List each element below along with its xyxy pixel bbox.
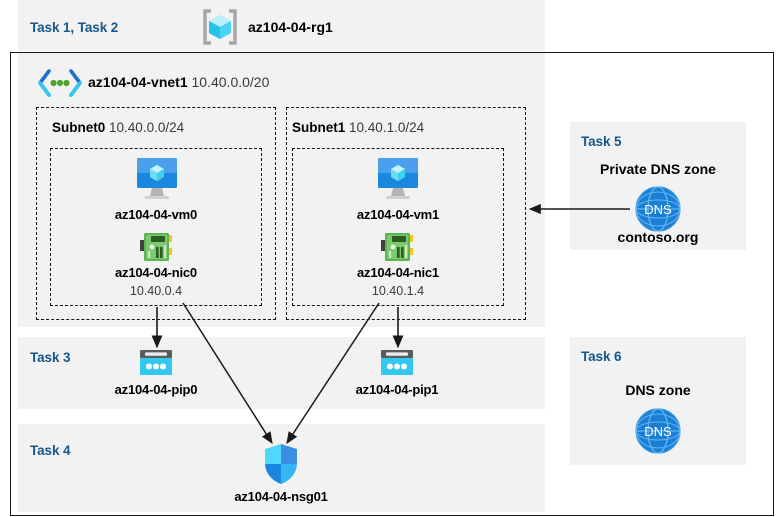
nic0-ip: 10.40.0.4: [129, 284, 183, 298]
vm1-label: az104-04-vm1: [356, 207, 440, 222]
public-ip-address-icon: [379, 349, 415, 377]
subnet0-inner-boundary: [50, 148, 262, 306]
virtual-network-icon: [36, 68, 84, 98]
network-interface-icon: [380, 231, 416, 263]
private-dns-zone-name: contoso.org: [617, 229, 699, 245]
nic0-label: az104-04-nic0: [115, 265, 197, 280]
private-dns-zone-title: Private DNS zone: [600, 161, 716, 177]
dns-icon-text: DNS: [644, 202, 672, 217]
task3-panel: [18, 337, 545, 409]
subnet0-cidr: 10.40.0.0/24: [109, 120, 185, 135]
task-label-5: Task 5: [581, 134, 622, 149]
nic1-ip: 10.40.1.4: [371, 284, 425, 298]
pip1-label: az104-04-pip1: [355, 382, 439, 397]
task-label-3: Task 3: [30, 350, 71, 365]
pip0-label: az104-04-pip0: [114, 382, 198, 397]
resource-group-name: az104-04-rg1: [248, 19, 333, 35]
vnet-name: az104-04-vnet1: [88, 74, 188, 90]
task-label-4: Task 4: [30, 443, 71, 458]
dns-zone-icon: DNS: [632, 406, 684, 456]
resource-group-icon: [198, 8, 242, 46]
dns-zone-title: DNS zone: [625, 382, 691, 398]
resource-group-boundary: [10, 52, 774, 516]
header-band: [18, 0, 545, 51]
subnet0-title: Subnet0 10.40.0.0/24: [52, 120, 184, 135]
network-interface-icon: [139, 231, 175, 263]
network-security-group-icon: [262, 443, 300, 485]
task-label-6: Task 6: [581, 349, 622, 364]
task-label-1-2: Task 1, Task 2: [30, 20, 119, 35]
vm0-label: az104-04-vm0: [114, 207, 198, 222]
dns-icon-text: DNS: [644, 424, 672, 439]
subnet0-boundary: [36, 107, 276, 320]
subnet1-boundary: [286, 107, 526, 320]
subnet1-title: Subnet1 10.40.1.0/24: [292, 120, 424, 135]
vnet-panel: [18, 53, 545, 327]
virtual-machine-icon: [133, 156, 181, 200]
subnet1-name: Subnet1: [292, 120, 346, 135]
subnet1-cidr: 10.40.1.0/24: [349, 120, 425, 135]
vnet-address-space: 10.40.0.0/20: [191, 74, 270, 90]
subnet1-inner-boundary: [292, 148, 504, 306]
nsg-label: az104-04-nsg01: [234, 489, 328, 504]
vnet-title: az104-04-vnet1 10.40.0.0/20: [88, 74, 269, 90]
virtual-machine-icon: [374, 156, 422, 200]
subnet0-name: Subnet0: [52, 120, 106, 135]
public-ip-address-icon: [138, 349, 174, 377]
dns-zone-icon: DNS: [632, 184, 684, 234]
nic1-label: az104-04-nic1: [357, 265, 439, 280]
